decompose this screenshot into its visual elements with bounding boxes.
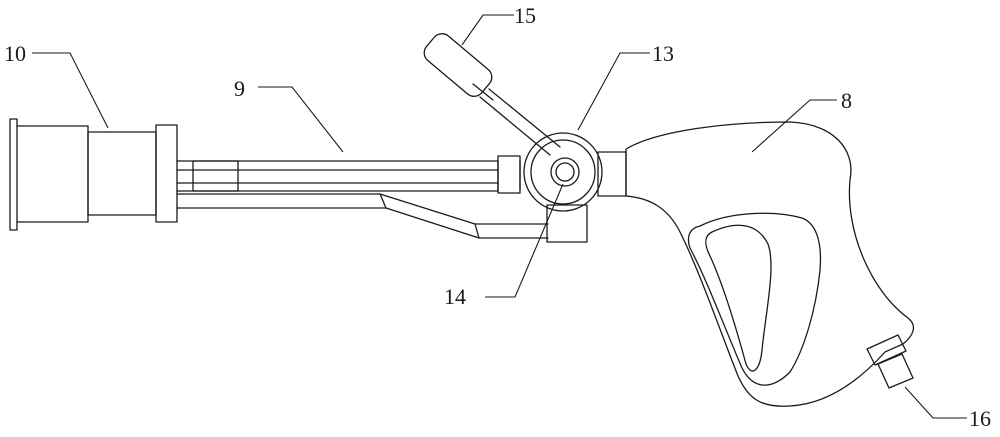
- inlet-fitting: [867, 335, 913, 388]
- label-10: 10: [4, 41, 26, 66]
- label-9: 9: [234, 76, 245, 101]
- leader-lines: [32, 15, 967, 418]
- leader-14: [485, 184, 563, 297]
- joint-center: [551, 158, 579, 186]
- label-8: 8: [841, 88, 852, 113]
- leader-8: [752, 100, 837, 152]
- lower-bracket: [177, 194, 587, 242]
- leader-16: [905, 387, 967, 418]
- gun-body: [626, 122, 913, 406]
- leader-10: [32, 53, 108, 128]
- label-15: 15: [514, 3, 536, 28]
- swivel-joint: [498, 133, 626, 211]
- lever-handle: [420, 30, 560, 155]
- nozzle: [10, 119, 177, 230]
- lance-tube: [177, 161, 498, 191]
- label-14: 14: [444, 284, 466, 309]
- reference-labels: 10 9 15 13 8 14 16: [4, 3, 991, 431]
- leader-13: [578, 53, 650, 130]
- leader-15: [462, 15, 514, 45]
- label-16: 16: [969, 406, 991, 431]
- label-13: 13: [652, 41, 674, 66]
- leader-9: [258, 87, 343, 152]
